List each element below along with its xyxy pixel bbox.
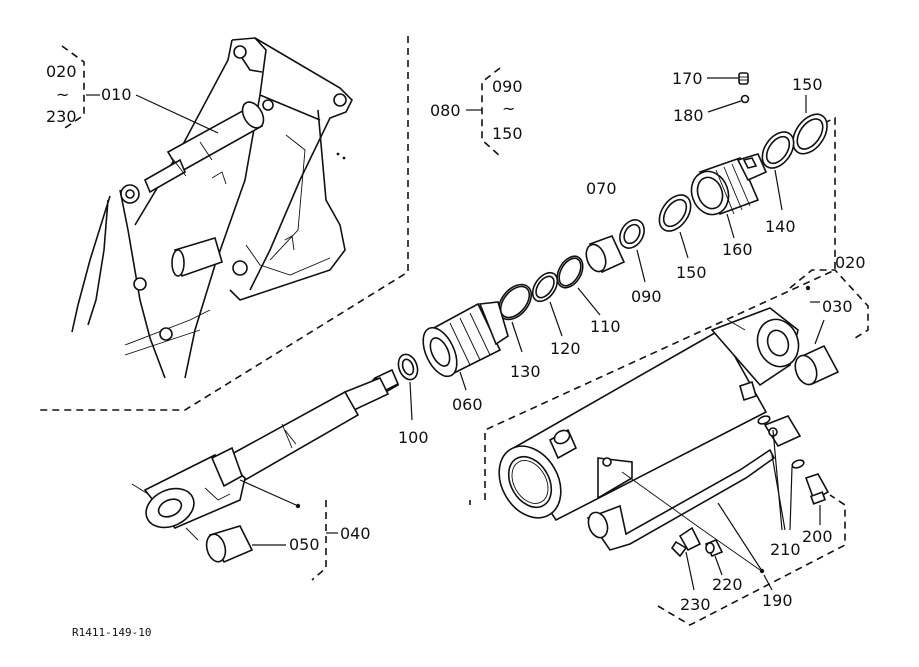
part-090-ring: 090: [619, 219, 662, 306]
pivot-pin: [159, 327, 173, 341]
range-start-label: 090: [492, 77, 523, 96]
bracket-020-030: 020 030: [789, 253, 869, 341]
part-130-o-ring: 130: [497, 283, 541, 381]
part-030-label: 030: [822, 297, 853, 316]
part-120-ring: 120: [531, 271, 581, 358]
part-040-piston-rod: [131, 368, 400, 541]
part-230-clamp: 230: [670, 526, 711, 614]
part-170-grease-nipple: 170: [672, 69, 749, 88]
loader-arm-assembly: [38, 36, 409, 411]
part-220-bolt: 220: [704, 538, 743, 594]
part-150-label: 150: [676, 263, 707, 282]
part-020-label: 020: [835, 253, 866, 272]
part-030-bushing: [794, 319, 840, 386]
pivot-pin: [232, 260, 248, 276]
part-010-label: 010: [101, 85, 132, 104]
part-210-o-rings: 210: [757, 415, 805, 559]
arm-cylinder: [120, 101, 265, 204]
part-210-label: 210: [770, 540, 801, 559]
figure-code: R1411-149-10: [72, 626, 151, 639]
part-120-label: 120: [550, 339, 581, 358]
part-180-ball: 180: [673, 94, 750, 125]
pivot-pin: [233, 45, 247, 59]
leader-line: [135, 94, 219, 134]
part-070-label: 070: [586, 179, 617, 198]
range-tilde: ~: [56, 85, 69, 104]
part-190-label: 190: [762, 591, 793, 610]
part-200-bolt: 200: [802, 473, 833, 546]
part-180-label: 180: [673, 106, 704, 125]
range-start-label: 020: [46, 62, 77, 81]
cylinder-boundary-line: [484, 116, 836, 500]
part-220-label: 220: [712, 575, 743, 594]
part-040-label: 040: [340, 524, 371, 543]
range-end-label: 230: [46, 107, 77, 126]
part-190-pipe: [586, 415, 802, 574]
pivot-pin: [262, 99, 274, 111]
part-140-ring: 140: [761, 131, 796, 236]
bracket-040: 040: [239, 479, 371, 581]
part-080-label: 080: [430, 101, 461, 120]
part-100-label: 100: [398, 428, 429, 447]
part-230-label: 230: [680, 595, 711, 614]
range-tilde: ~: [502, 99, 515, 118]
assembly-boundary-line: [38, 36, 409, 411]
part-130-label: 130: [510, 362, 541, 381]
part-200-label: 200: [802, 527, 833, 546]
pivot-pin: [133, 277, 147, 291]
part-020-cylinder-tube: [498, 285, 811, 522]
part-060-gland: 060: [422, 301, 509, 414]
part-110-label: 110: [590, 317, 621, 336]
part-160-label: 160: [722, 240, 753, 259]
part-090-label: 090: [631, 287, 662, 306]
part-050-label: 050: [289, 535, 320, 554]
part-100-seal: 100: [397, 353, 429, 447]
range-bracket-090-150: 080 090 ~ 150: [430, 67, 523, 157]
part-060-label: 060: [452, 395, 483, 414]
part-150-ring-mid: 150: [658, 194, 707, 282]
bracket-190: 190: [657, 494, 846, 626]
part-140-label: 140: [765, 217, 796, 236]
part-160-piston: 160: [690, 153, 768, 259]
range-bracket-020-230: 020 ~ 230 010: [46, 45, 219, 134]
part-070-bushing: 070: [585, 179, 626, 274]
pivot-pin: [333, 93, 347, 107]
part-150-ring-top: 150: [792, 75, 828, 155]
part-110-o-ring: 110: [556, 255, 621, 336]
part-050-bushing: 050: [205, 525, 320, 564]
part-150-label: 150: [792, 75, 823, 94]
part-170-label: 170: [672, 69, 703, 88]
range-end-label: 150: [492, 124, 523, 143]
